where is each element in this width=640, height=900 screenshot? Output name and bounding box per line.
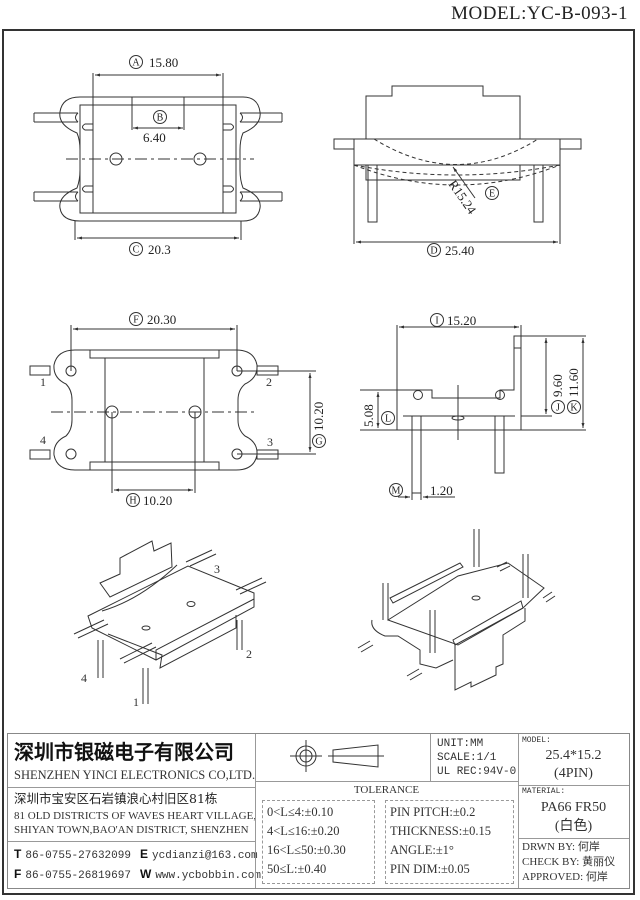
tolerance-length-box: 0<L≤4:±0.10 4<L≤16:±0.20 16<L≤50:±0.30 5…	[262, 800, 375, 884]
model-label: MODEL:	[522, 736, 551, 745]
address-en-line-1: 81 OLD DISTRICTS OF WAVES HEART VILLAGE,	[14, 810, 257, 822]
top-view	[33, 55, 283, 256]
model-pins: (4PIN)	[554, 766, 593, 781]
pin-label-2: 2	[266, 375, 272, 389]
drawing-frame	[2, 29, 635, 895]
dim-letter-e: E	[489, 189, 495, 200]
ul-spec: UL REC:94V-0	[437, 766, 517, 778]
dim-i-value: 15.20	[447, 313, 476, 328]
iso-pin-label-4: 4	[81, 671, 87, 685]
fax-label: F	[14, 867, 22, 881]
unit-spec: UNIT:MM	[437, 738, 484, 750]
dim-letter-h: H	[129, 496, 136, 507]
material-name: PA66 FR50	[540, 800, 607, 815]
website-value[interactable]: www.ycbobbin.com	[155, 870, 261, 882]
dim-letter-m: M	[392, 486, 401, 497]
dim-h-value: 10.20	[143, 493, 172, 508]
approved-by: APPROVED: 何岸	[522, 871, 608, 883]
company-name-en: SHENZHEN YINCI ELECTRONICS CO,LTD.	[14, 768, 256, 782]
dim-letter-j: J	[556, 403, 560, 414]
material-label: MATERIAL:	[522, 787, 566, 796]
address-en-line-2: SHIYAN TOWN,BAO'AN DISTRICT, SHENZHEN	[14, 824, 249, 836]
iso-view-right	[357, 529, 556, 691]
fax-value: 86-0755-26819697	[25, 870, 131, 882]
title-block: 深圳市银磁电子有限公司 SHENZHEN YINCI ELECTRONICS C…	[7, 733, 630, 889]
dim-f-value: 20.30	[147, 312, 176, 327]
dim-j-value: 9.60	[550, 374, 565, 397]
company-name-cn: 深圳市银磁电子有限公司	[14, 740, 234, 764]
dim-letter-g: G	[315, 437, 322, 448]
bottom-view	[29, 312, 326, 507]
dim-g-value: 10.20	[311, 402, 326, 431]
telephone-label: T	[14, 847, 22, 861]
scale-spec: SCALE:1/1	[437, 752, 497, 764]
dim-letter-l: L	[385, 414, 391, 425]
iso-pin-label-1: 1	[133, 695, 139, 709]
dim-l-value: 5.08	[361, 404, 376, 427]
iso-pin-label-3: 3	[214, 562, 220, 576]
tolerance-length-3: 16<L≤50:±0.30	[267, 843, 346, 857]
spec-list: UNIT:MM SCALE:1/1 UL REC:94V-0	[437, 737, 516, 779]
dim-letter-b: B	[157, 113, 164, 124]
iso-pin-label-2: 2	[246, 647, 252, 661]
dim-a-value: 15.80	[149, 55, 178, 70]
tolerance-pin-dim: PIN DIM:±0.05	[390, 862, 470, 876]
projection-symbol-icon	[290, 740, 384, 772]
material-value: PA66 FR50 (白色)	[518, 798, 629, 836]
dim-letter-a: A	[132, 58, 140, 69]
email-value[interactable]: ycdianzi@163.com	[152, 850, 258, 862]
model-title: MODEL:YC-B-093-1	[451, 3, 628, 24]
website-label: W	[140, 867, 152, 881]
dim-d-value: 25.40	[445, 243, 474, 258]
iso-view-left	[73, 540, 267, 704]
pin-label-3: 3	[267, 435, 273, 449]
end-view	[360, 313, 586, 500]
dim-letter-d: D	[430, 246, 437, 257]
address-cn: 深圳市宝安区石岩镇浪心村旧区81栋	[14, 791, 218, 806]
pin-label-1: 1	[40, 375, 46, 389]
dim-letter-i: I	[435, 316, 438, 327]
checked-by: CHECK BY: 黄丽仪	[522, 856, 616, 868]
dim-b-value: 6.40	[143, 130, 166, 145]
tolerance-title: TOLERANCE	[353, 784, 420, 796]
tolerance-thickness: THICKNESS:±0.15	[390, 824, 491, 838]
email-label: E	[140, 847, 149, 861]
dim-m-value: 1.20	[430, 483, 453, 498]
drawn-by: DRWN BY: 何岸	[522, 841, 600, 853]
dim-letter-k: K	[570, 403, 578, 414]
signoff: DRWN BY: 何岸 CHECK BY: 黄丽仪 APPROVED: 何岸	[522, 840, 615, 885]
tolerance-length-1: 0<L≤4:±0.10	[267, 805, 334, 819]
dim-letter-f: F	[133, 315, 139, 326]
tolerance-pin-pitch: PIN PITCH:±0.2	[390, 805, 476, 819]
model-size: 25.4*15.2	[545, 748, 602, 763]
telephone-value: 86-0755-27632099	[25, 850, 131, 862]
company-section: 深圳市银磁电子有限公司 SHENZHEN YINCI ELECTRONICS C…	[8, 734, 261, 888]
dim-letter-c: C	[133, 245, 140, 256]
tolerance-length-4: 50≤L:±0.40	[267, 862, 327, 876]
model-value: 25.4*15.2 (4PIN)	[518, 747, 629, 783]
tolerance-other-box: PIN PITCH:±0.2 THICKNESS:±0.15 ANGLE:±1°…	[385, 800, 514, 884]
pin-label-4: 4	[40, 433, 46, 447]
tolerance-length-2: 4<L≤16:±0.20	[267, 824, 340, 838]
dimension-labels: A 15.80 B 6.40 C 20.3 D 25.40 E R15.24 F…	[40, 55, 581, 709]
dim-k-value: 11.60	[566, 368, 581, 397]
tolerance-angle: ANGLE:±1°	[390, 843, 454, 857]
dim-c-value: 20.3	[148, 242, 171, 257]
side-view	[333, 85, 582, 257]
material-color: (白色)	[554, 819, 593, 834]
